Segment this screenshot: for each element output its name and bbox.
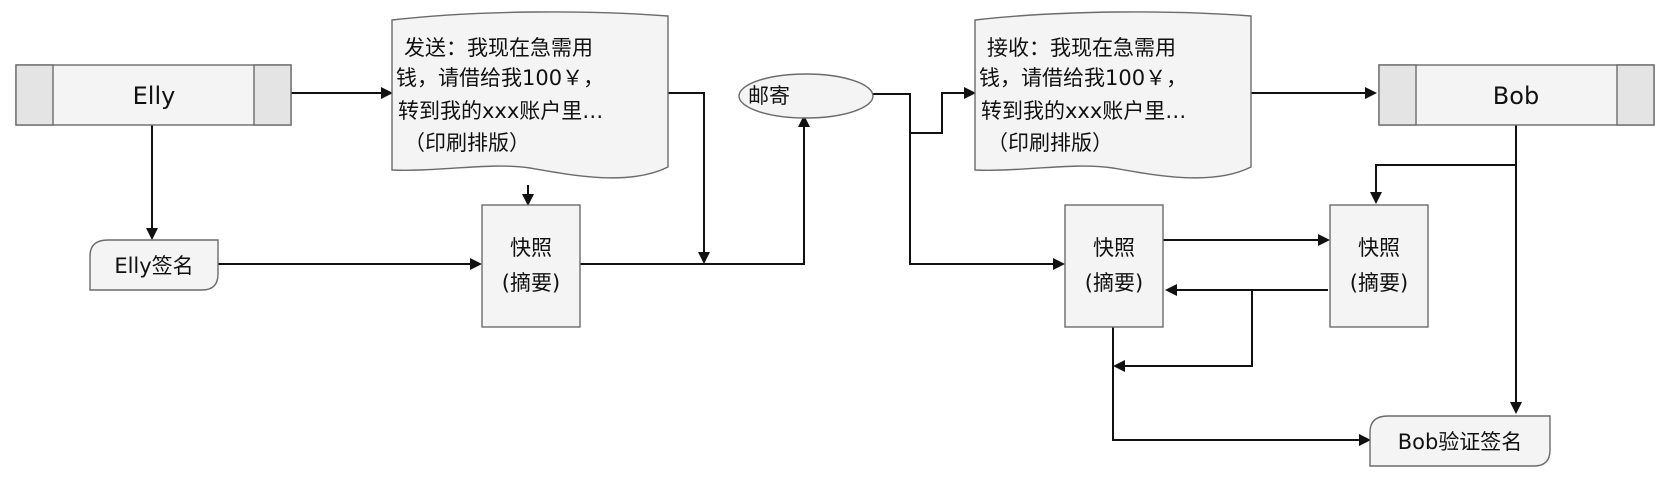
receive-document: 接收：我现在急需用 钱，请借给我100￥， 转到我的xxx账户里… （印刷排版） (974, 11, 1252, 179)
mail-label: 邮寄 (748, 84, 790, 108)
edge-feedback-loop (1113, 290, 1253, 372)
receive-doc-line-2: 钱，请借给我100￥， (979, 66, 1187, 90)
edges (146, 87, 1522, 446)
snapshot-sender-line-2: (摘要) (502, 271, 560, 295)
mail-ellipse: 邮寄 (738, 73, 874, 119)
snapshot-receiver-left: 快照 (摘要) (1064, 204, 1164, 328)
elly-signature-label: Elly签名 (114, 254, 193, 278)
edge-snapshot-left-to-verify (1112, 327, 1371, 446)
bob-verify-node: Bob验证签名 (1369, 415, 1551, 467)
bob-process: Bob (1378, 64, 1655, 126)
send-document: 发送：我现在急需用 钱，请借给我100￥， 转到我的xxx账户里… （印刷排版） (391, 11, 669, 179)
bob-verify-label: Bob验证签名 (1398, 430, 1523, 454)
bob-label: Bob (1493, 82, 1539, 110)
send-doc-line-3: 转到我的xxx账户里… (398, 99, 603, 123)
receive-doc-line-1: 接收：我现在急需用 (987, 36, 1176, 60)
send-doc-line-1: 发送：我现在急需用 (404, 36, 593, 60)
edge-bob-to-snapshot-right (1370, 122, 1517, 204)
elly-signature-node: Elly签名 (89, 239, 219, 291)
edge-mail-to-snapshot-left (909, 133, 1065, 270)
send-doc-line-2: 钱，请借给我100￥， (396, 66, 604, 90)
snapshot-receiver-right-line-2: (摘要) (1350, 271, 1408, 295)
snapshot-receiver-left-line-1: 快照 (1093, 236, 1135, 260)
elly-label: Elly (133, 82, 176, 110)
snapshot-receiver-right: 快照 (摘要) (1329, 204, 1429, 328)
snapshot-receiver-right-line-1: 快照 (1358, 236, 1400, 260)
receive-doc-line-4: （印刷排版） (987, 131, 1113, 155)
receive-doc-line-3: 转到我的xxx账户里… (981, 99, 1186, 123)
send-doc-line-4: （印刷排版） (404, 131, 530, 155)
snapshot-sender: 快照 (摘要) (481, 204, 581, 328)
snapshot-receiver-left-line-2: (摘要) (1085, 271, 1143, 295)
snapshot-sender-line-1: 快照 (510, 236, 552, 260)
edge-send-doc-to-junction (667, 92, 710, 264)
edge-mail-to-receive-doc (872, 87, 976, 134)
edge-snapshot-to-mail (580, 115, 810, 265)
elly-process: Elly (15, 64, 292, 126)
